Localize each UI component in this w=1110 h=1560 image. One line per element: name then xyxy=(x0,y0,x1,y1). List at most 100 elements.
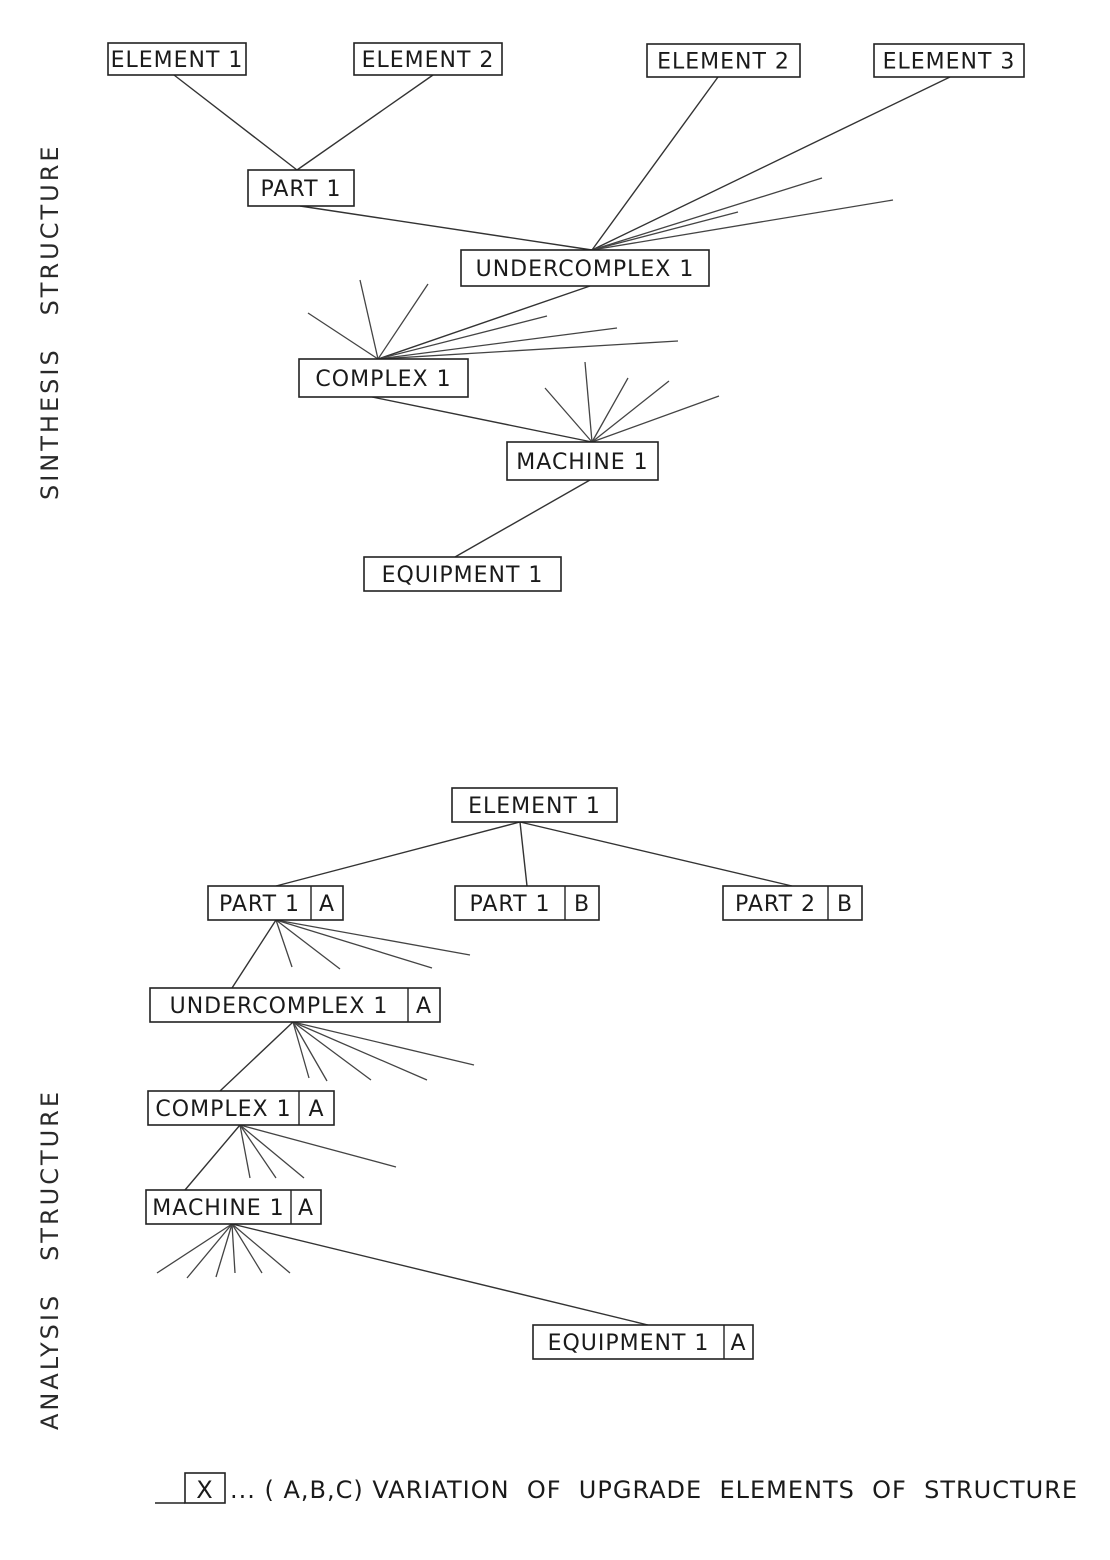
edge-s-machine1-to-s-equipment1 xyxy=(454,479,591,558)
node-box xyxy=(107,42,247,76)
edge-a-element1-to-a-part2b xyxy=(519,821,793,887)
node-box xyxy=(147,1090,335,1126)
node-variant-label: A xyxy=(298,1196,314,1221)
node-a-undercomplex1a: UNDERCOMPLEX 1 A xyxy=(149,987,441,1023)
node-variant-label: A xyxy=(730,1331,746,1356)
node-box xyxy=(353,42,503,76)
node-label: ELEMENT 2 xyxy=(362,48,495,73)
legend: X ... ( A,B,C) VARIATION OF UPGRADE ELEM… xyxy=(155,1472,1078,1504)
synthesis-structure-label: SINTHESIS STRUCTURE xyxy=(36,143,64,500)
node-label: EQUIPMENT 1 xyxy=(548,1331,710,1356)
legend-variant-box xyxy=(184,1472,226,1504)
fan-stub-line xyxy=(215,1223,233,1278)
fan-stub-line xyxy=(231,1223,263,1274)
node-s-part1: PART 1 xyxy=(247,169,355,207)
fan-stub-line xyxy=(239,1124,277,1179)
node-label: PART 2 xyxy=(735,892,816,917)
node-variant-label: A xyxy=(319,892,335,917)
node-label: ELEMENT 3 xyxy=(883,50,1016,75)
fan-stub-line xyxy=(231,1223,291,1274)
fan-stub-line xyxy=(544,387,593,443)
fan-stub-line xyxy=(231,1223,236,1274)
fan-stub-line xyxy=(377,327,618,360)
fan-stub-line xyxy=(275,919,433,969)
edge-s-element2a-to-s-part1 xyxy=(296,74,434,171)
node-label: MACHINE 1 xyxy=(516,450,648,475)
node-box xyxy=(298,358,469,398)
fan-stub-line xyxy=(275,919,341,970)
edge-a-machine1a-to-a-equipment1a xyxy=(231,1223,649,1326)
node-s-machine1: MACHINE 1 xyxy=(506,441,659,481)
node-label: UNDERCOMPLEX 1 xyxy=(476,257,695,282)
edge-a-element1-to-a-part1b xyxy=(519,821,528,887)
node-label: ELEMENT 1 xyxy=(111,48,244,73)
node-variant-label: A xyxy=(416,994,432,1019)
node-s-undercomplex1: UNDERCOMPLEX 1 xyxy=(460,249,710,287)
fan-stub-line xyxy=(292,1021,328,1082)
node-s-element3: ELEMENT 3 xyxy=(873,43,1025,78)
node-a-part2b: PART 2 B xyxy=(722,885,863,921)
edge-s-element1a-to-s-part1 xyxy=(173,74,298,171)
node-label: UNDERCOMPLEX 1 xyxy=(170,994,389,1019)
legend-symbol: X xyxy=(196,1476,213,1504)
node-box xyxy=(247,169,355,207)
fan-stub-line xyxy=(292,1021,310,1079)
fan-stub-line xyxy=(591,177,823,251)
edge-s-part1-to-s-undercomplex1 xyxy=(299,205,593,251)
fan-stub-line xyxy=(275,919,293,968)
fan-stub-line xyxy=(186,1223,233,1279)
fan-stub-line xyxy=(292,1021,372,1081)
edge-a-complex1a-to-a-machine1a xyxy=(184,1124,241,1191)
fan-stub-line xyxy=(156,1223,233,1274)
node-label: MACHINE 1 xyxy=(152,1196,284,1221)
node-a-part1b: PART 1 B xyxy=(454,885,600,921)
fan-stub-line xyxy=(275,919,471,956)
node-box xyxy=(145,1189,322,1225)
node-label: PART 1 xyxy=(469,892,550,917)
legend-text: ... ( A,B,C) VARIATION OF UPGRADE ELEMEN… xyxy=(230,1476,1078,1504)
fan-stub-line xyxy=(307,312,379,360)
node-s-element1a: ELEMENT 1 xyxy=(107,42,247,76)
node-s-equipment1: EQUIPMENT 1 xyxy=(363,556,562,592)
node-box xyxy=(460,249,710,287)
fan-stub-line xyxy=(377,315,548,360)
stub-lines-layer xyxy=(156,177,894,1279)
analysis-structure-label: ANALYSIS STRUCTURE xyxy=(36,1089,64,1430)
node-label: COMPLEX 1 xyxy=(155,1097,291,1122)
node-variant-label: A xyxy=(308,1097,324,1122)
node-variant-label: B xyxy=(574,892,590,917)
fan-stub-line xyxy=(591,395,720,443)
fan-stub-line xyxy=(292,1021,428,1081)
node-box xyxy=(722,885,863,921)
node-variant-label: B xyxy=(837,892,853,917)
node-label: EQUIPMENT 1 xyxy=(382,563,544,588)
node-label: ELEMENT 1 xyxy=(468,794,601,819)
node-box xyxy=(363,556,562,592)
node-a-machine1a: MACHINE 1 A xyxy=(145,1189,322,1225)
edge-s-element2b-to-s-undercomplex1 xyxy=(591,76,719,251)
node-label: PART 1 xyxy=(219,892,300,917)
node-a-element1: ELEMENT 1 xyxy=(451,787,618,823)
fan-stub-line xyxy=(359,279,379,360)
node-box xyxy=(646,43,801,78)
node-s-element2a: ELEMENT 2 xyxy=(353,42,503,76)
edge-s-undercomplex1-to-s-complex1 xyxy=(377,285,591,360)
node-s-complex1: COMPLEX 1 xyxy=(298,358,469,398)
edge-a-element1-to-a-part1a xyxy=(275,821,521,887)
edge-a-undercomplex1a-to-a-complex1a xyxy=(219,1021,294,1092)
fan-stub-line xyxy=(584,361,593,443)
edge-s-element3-to-s-undercomplex1 xyxy=(591,76,951,251)
node-label: ELEMENT 2 xyxy=(657,50,790,75)
node-box xyxy=(532,1324,754,1360)
node-box xyxy=(454,885,600,921)
edge-a-part1a-to-a-undercomplex1a xyxy=(231,919,277,989)
node-label: COMPLEX 1 xyxy=(315,367,451,392)
fan-stub-line xyxy=(591,380,670,443)
node-s-element2b: ELEMENT 2 xyxy=(646,43,801,78)
fan-stub-line xyxy=(292,1021,475,1066)
node-a-part1a: PART 1 A xyxy=(207,885,344,921)
fan-stub-line xyxy=(591,199,894,251)
fan-stub-line xyxy=(591,377,629,443)
fan-stub-line xyxy=(239,1124,397,1168)
